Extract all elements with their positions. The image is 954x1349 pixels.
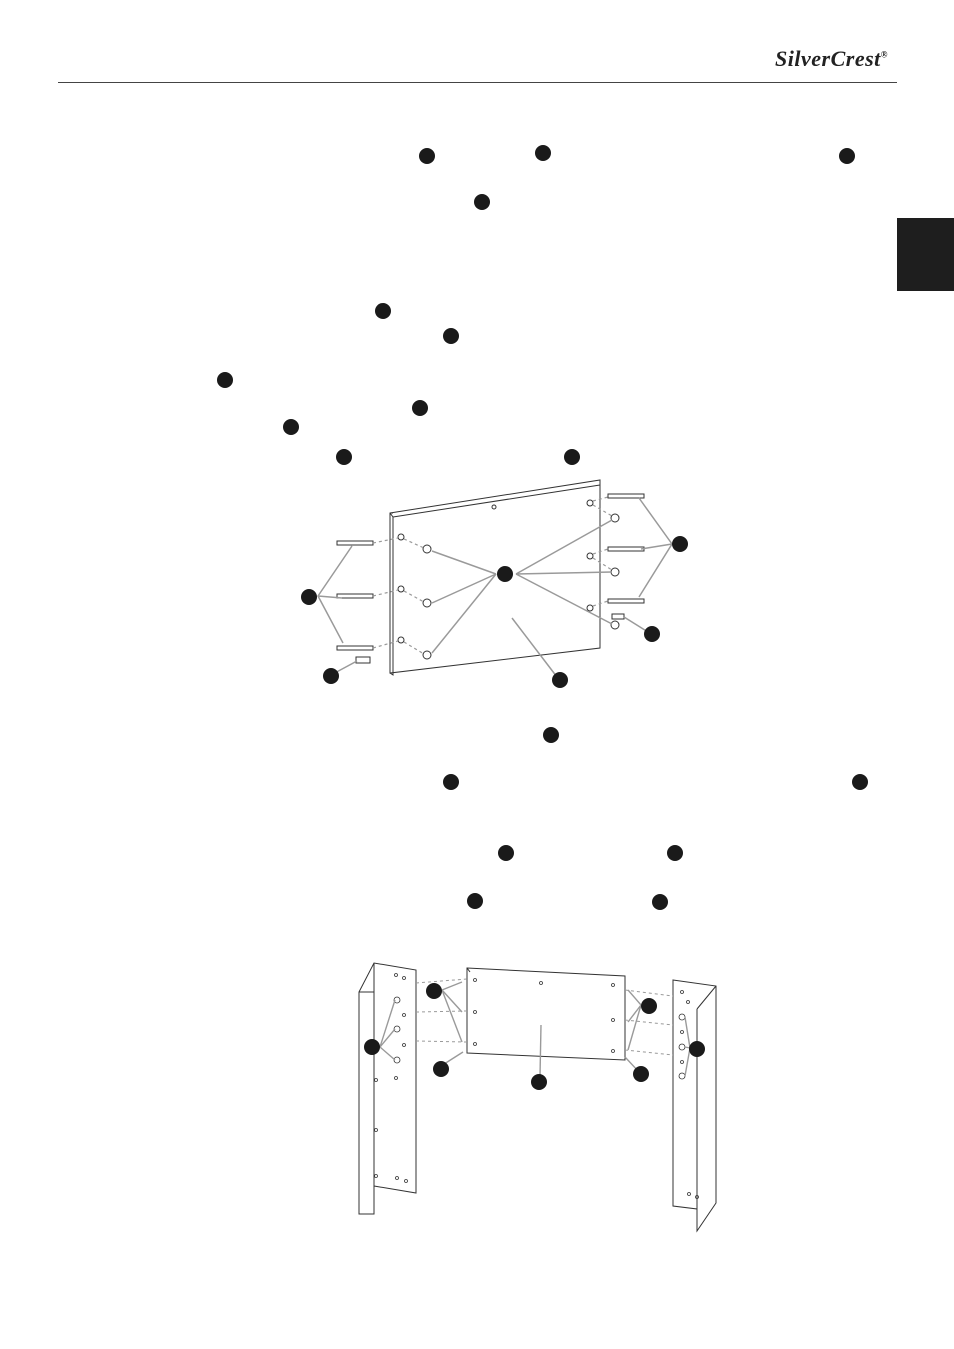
callout-dot	[498, 845, 514, 861]
callout-dot	[443, 328, 459, 344]
callout-dot	[564, 449, 580, 465]
callout-dot	[467, 893, 483, 909]
callout-dot	[375, 303, 391, 319]
callout-dot	[474, 194, 490, 210]
callout-dot	[283, 419, 299, 435]
callout-dot	[443, 774, 459, 790]
callout-dot	[336, 449, 352, 465]
callout-dot	[852, 774, 868, 790]
callout-dot	[667, 845, 683, 861]
header-rule	[58, 82, 897, 83]
registered-mark: ®	[880, 49, 888, 60]
brand-name: SilverCrest	[775, 46, 881, 71]
language-tab	[897, 218, 954, 291]
callout-dot	[543, 727, 559, 743]
callout-dot	[419, 148, 435, 164]
callout-dot	[412, 400, 428, 416]
brand-logo: SilverCrest®	[775, 46, 888, 72]
callout-dot	[217, 372, 233, 388]
callout-dot	[535, 145, 551, 161]
callout-dot	[652, 894, 668, 910]
callout-dot	[839, 148, 855, 164]
